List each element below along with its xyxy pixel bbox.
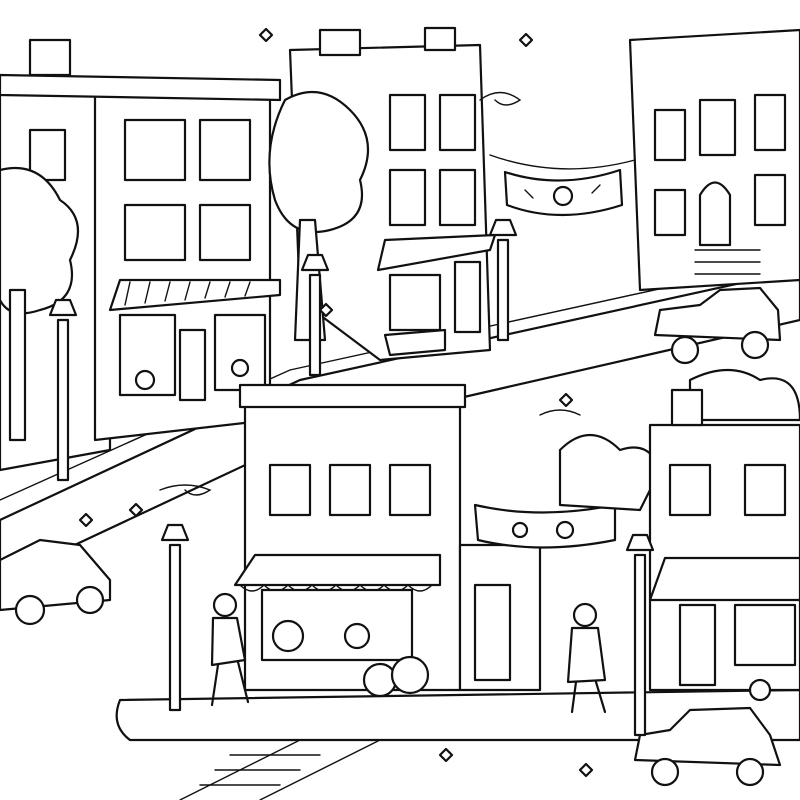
- lamp-5: [625, 533, 655, 737]
- lamp-3: [488, 218, 518, 342]
- car-upper-right: [653, 286, 782, 365]
- small-shop-door: [458, 543, 542, 692]
- person-walking-left: [210, 592, 250, 707]
- brick-shop-front-center: [233, 383, 467, 698]
- street-lamps: [48, 218, 655, 737]
- banner-lower: [473, 503, 617, 549]
- wind-swirls: [159, 91, 581, 496]
- street-network: [0, 257, 800, 800]
- falling-leaves: [78, 27, 594, 778]
- child-walking-right: [566, 602, 607, 714]
- banner-upper: [489, 154, 636, 217]
- trees-right: [558, 369, 800, 512]
- lamp-1: [48, 298, 78, 482]
- lamp-4: [160, 523, 190, 712]
- rowhouse-right-back: [628, 28, 800, 292]
- car-left: [0, 538, 112, 626]
- tree-left: [0, 166, 80, 442]
- lamp-2: [300, 253, 330, 377]
- shop-right-front: [648, 388, 800, 702]
